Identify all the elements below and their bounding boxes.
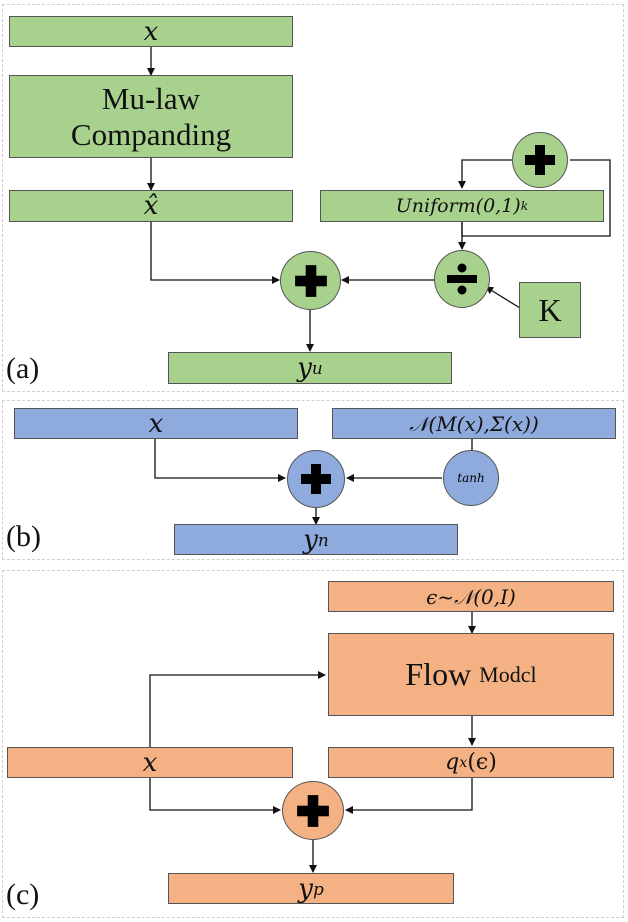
panel-b	[2, 400, 624, 560]
input-x-label-b: x	[148, 408, 164, 439]
sum-circle-b	[287, 450, 345, 508]
mulaw-label-line2: Companding	[70, 116, 232, 152]
sum-circle-c	[282, 781, 344, 840]
counter-plus-circle	[512, 132, 568, 188]
yp-label: y	[298, 873, 313, 904]
input-x-label-c: x	[142, 747, 158, 778]
input-x-box-c: x	[7, 747, 293, 778]
q-label: q	[445, 750, 460, 775]
q-subscript: x	[459, 754, 468, 771]
panel-c-label: (c)	[6, 878, 40, 911]
xhat-box: x̂	[9, 190, 293, 222]
input-x-box: x	[9, 16, 293, 47]
plus-icon	[525, 145, 555, 175]
uniform-subscript: k	[520, 199, 529, 213]
epsilon-label: ϵ~𝒩(0,I)	[426, 584, 516, 609]
tanh-label: tanh	[457, 471, 485, 485]
model-label: Modcl	[479, 661, 537, 687]
divide-icon	[447, 263, 477, 295]
input-x-label: x	[143, 16, 159, 47]
panel-b-label: (b)	[6, 520, 41, 553]
mulaw-companding-box: Mu-law Companding	[9, 75, 293, 158]
yp-subscript: p	[312, 878, 324, 899]
panel-a-label: (a)	[6, 352, 40, 385]
yu-label: y	[297, 353, 312, 383]
k-label: K	[538, 291, 562, 328]
plus-icon	[301, 464, 331, 494]
epsilon-box: ϵ~𝒩(0,I)	[328, 581, 614, 612]
xhat-label: x̂	[143, 191, 159, 221]
q-argument: (ϵ)	[467, 750, 497, 775]
uniform-box: Uniform(0,1)k	[320, 190, 604, 222]
mulaw-label-line1: Mu-law	[101, 80, 201, 116]
plus-icon	[294, 264, 327, 297]
tanh-circle: tanh	[443, 450, 499, 506]
sum-circle-a	[280, 251, 341, 310]
yu-subscript: u	[311, 358, 323, 378]
uniform-label: Uniform(0,1)	[395, 195, 521, 217]
input-x-box-b: x	[14, 408, 298, 439]
normal-dist-label: 𝒩(M(x),Σ(x))	[409, 411, 539, 436]
plus-icon	[297, 794, 329, 827]
flow-model-box: Flow Modcl	[328, 633, 614, 716]
k-box: K	[519, 282, 581, 338]
normal-dist-box: 𝒩(M(x),Σ(x))	[332, 408, 616, 439]
panel-c	[2, 570, 624, 918]
divide-circle	[434, 250, 490, 308]
yn-label: y	[303, 524, 318, 555]
yn-subscript: n	[317, 529, 329, 550]
flow-label: Flow	[405, 656, 472, 692]
panel-a	[2, 4, 624, 392]
